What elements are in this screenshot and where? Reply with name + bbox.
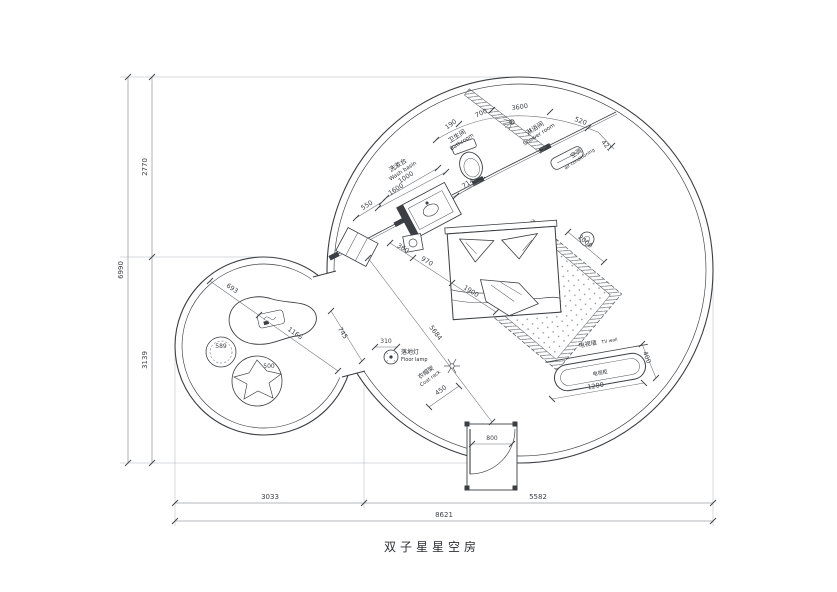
entry-door	[464, 421, 518, 491]
blanket-throw	[479, 279, 539, 317]
lounge-furniture	[205, 296, 317, 407]
shower-tiled-wall	[464, 88, 546, 154]
coat-rack	[444, 358, 460, 374]
dim-3033: 3033	[261, 493, 279, 501]
dim-589: 589	[215, 343, 227, 350]
dimension-lines	[124, 73, 717, 525]
floor-lamp-label-en: Floor lamp	[401, 357, 428, 363]
door-vestibule	[466, 423, 518, 491]
tv-cabinet: 电视柜	[545, 343, 648, 392]
wash-basin	[396, 181, 462, 241]
table-tray	[257, 309, 285, 329]
dim-310: 310	[380, 338, 392, 345]
dim-3139: 3139	[141, 351, 149, 369]
dim-550: 550	[360, 199, 375, 212]
bathroom-fixtures	[396, 118, 584, 241]
dim-970: 970	[420, 255, 435, 268]
dimension-extension-lines	[120, 76, 714, 526]
dim-421: 421	[599, 138, 613, 153]
tv-wall-line	[545, 343, 648, 363]
dim-1200: 1200	[587, 381, 605, 392]
nightstand	[402, 233, 424, 253]
shower-head-icon	[503, 118, 515, 131]
bedroom-furniture: 电视柜	[383, 218, 648, 392]
toilet	[451, 138, 483, 180]
bed	[444, 219, 562, 321]
dim-800: 800	[486, 435, 498, 442]
main-room-inner-wall	[333, 83, 707, 457]
dim-2770: 2770	[141, 158, 149, 176]
dim-5684: 5684	[427, 324, 443, 342]
dim-400: 400	[641, 350, 653, 364]
door-swing-arc	[469, 428, 516, 475]
dim-5582: 5582	[529, 493, 547, 501]
floor-lamp-label-zh: 落地灯	[401, 348, 419, 356]
dim-500: 500	[263, 363, 275, 370]
floor-lamp	[383, 349, 399, 365]
dim-6990: 6990	[117, 261, 125, 279]
dim-8621: 8621	[435, 511, 453, 519]
dim-520: 520	[573, 115, 587, 127]
air-conditioner	[550, 146, 584, 170]
lounge-chair	[231, 355, 283, 407]
entry-niche	[335, 226, 379, 268]
main-room-outer-wall	[326, 76, 714, 464]
dim-2000: 2000	[576, 233, 594, 250]
detail-dimension-lines	[206, 106, 660, 448]
drawing-title: 双子星星空房	[384, 539, 480, 554]
pillow	[500, 233, 539, 260]
tv-wall-label-zh: 电视墙	[578, 339, 597, 350]
stool	[579, 231, 595, 247]
tv-cabinet-label: 电视柜	[592, 368, 608, 378]
dim-3600: 3600	[511, 102, 528, 112]
tv-wall-label-en: TV wall	[600, 337, 618, 346]
round-stool	[205, 336, 237, 368]
